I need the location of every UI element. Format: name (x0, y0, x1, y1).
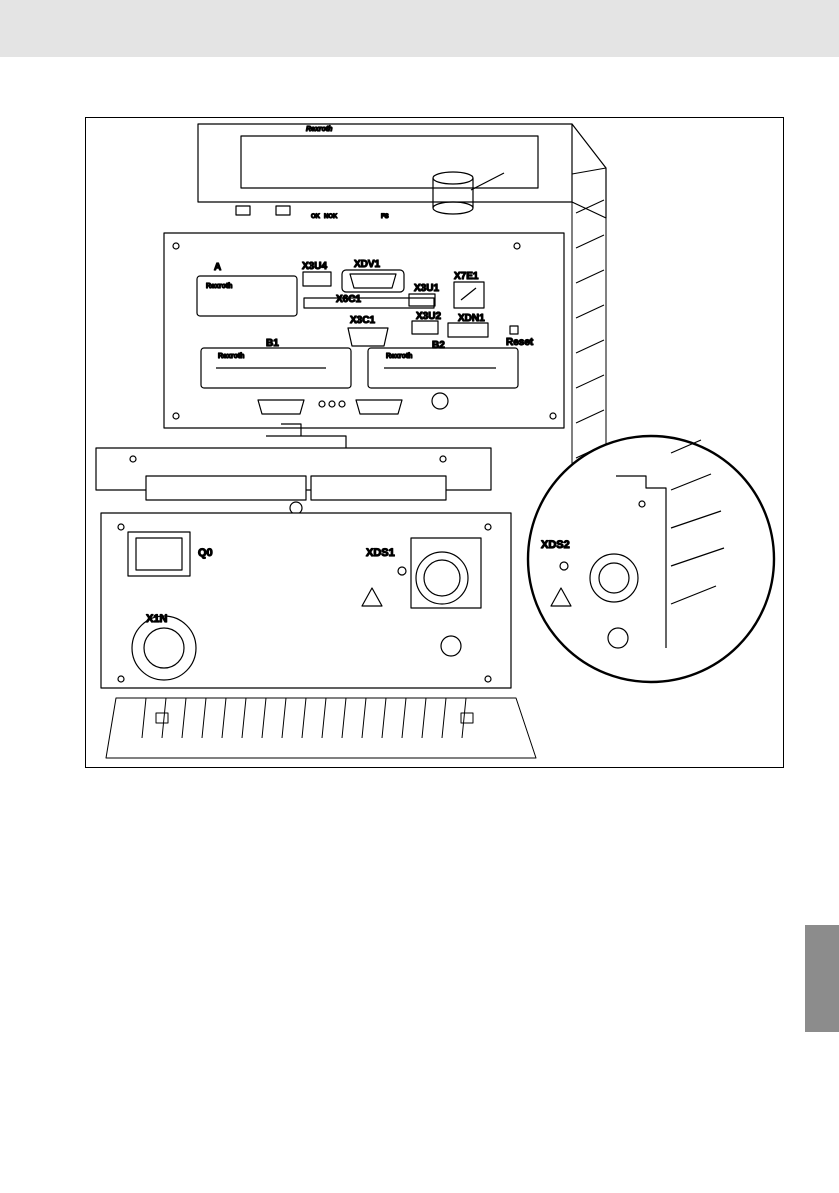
lower-front-panel (101, 513, 511, 688)
label-xds1: XDS1 (366, 547, 395, 559)
chapter-thumb-tab (805, 925, 839, 1032)
label-xds2: XDS2 (541, 539, 570, 551)
slot-b2-brand: Rexroth (386, 353, 412, 360)
label-b2: B2 (432, 340, 445, 351)
drive-controller-drawing: Rexroth OK NOK FS (86, 118, 785, 769)
slot-a-brand: Rexroth (206, 283, 232, 290)
label-x3u1: X3U1 (414, 283, 439, 294)
slot-b1-brand: Rexroth (218, 353, 244, 360)
label-slot-a: A (214, 262, 221, 273)
led-ok-label: OK (311, 214, 321, 220)
label-x6c1: X6C1 (336, 294, 361, 305)
label-xdn1: XDN1 (458, 313, 485, 324)
reset-button[interactable]: Reset (506, 337, 534, 348)
page-header-band (0, 0, 839, 57)
led-nok-label: NOK (324, 214, 338, 220)
bottom-heatsink (106, 698, 536, 758)
top-unit (198, 124, 606, 218)
label-x7e1: X7E1 (454, 271, 479, 282)
label-x3u2: X3U2 (416, 311, 441, 322)
label-x3u4: X3U4 (302, 261, 327, 272)
label-x3c1: X3C1 (350, 315, 375, 326)
top-brand-logo: Rexroth (306, 126, 332, 133)
label-xdv1: XDV1 (354, 259, 381, 270)
label-x1n: X1N (146, 613, 167, 625)
label-q0: Q0 (198, 547, 213, 559)
hinged-cover (96, 424, 491, 514)
device-figure: Rexroth OK NOK FS (85, 117, 784, 768)
detail-magnifier (528, 436, 774, 682)
led-fs-label: FS (381, 214, 389, 220)
label-b1: B1 (266, 338, 279, 349)
